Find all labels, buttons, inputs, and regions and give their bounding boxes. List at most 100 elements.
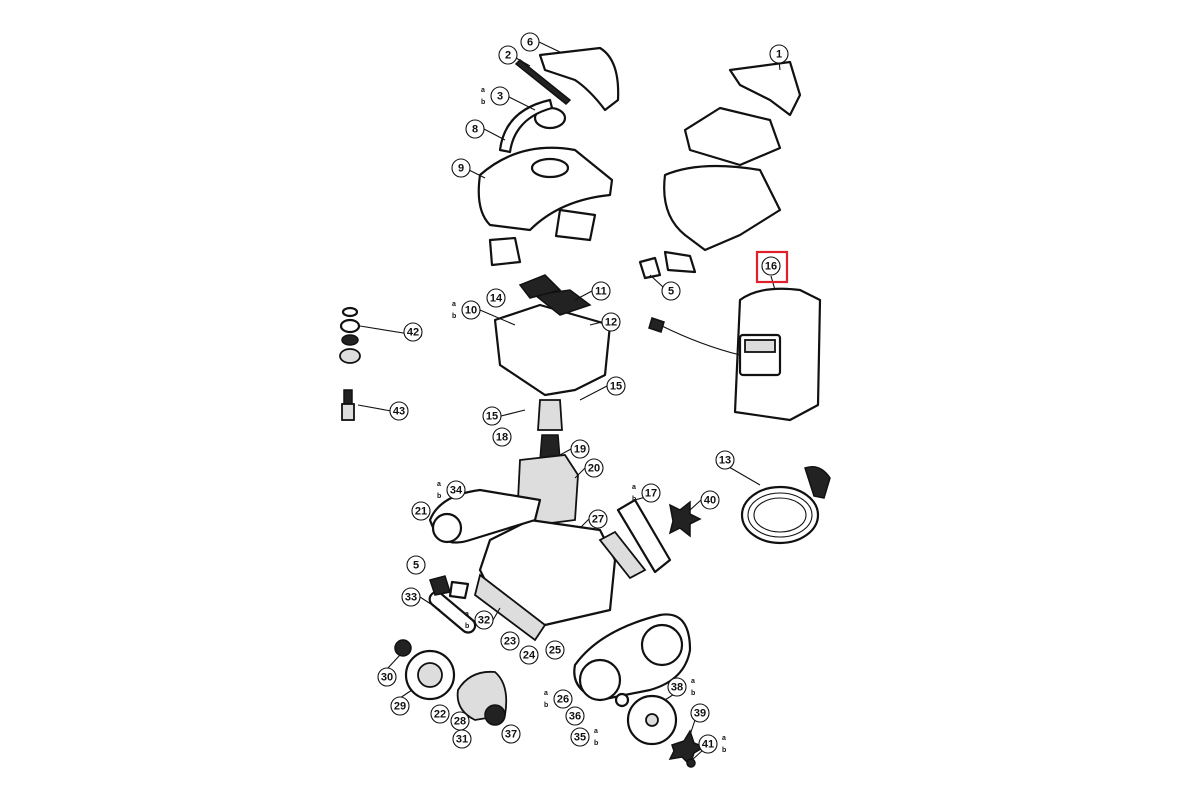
callout-3[interactable]: 3ab [481, 86, 510, 106]
callout-number: 43 [393, 406, 405, 418]
callout-circle [401, 587, 421, 607]
part-clip-left [488, 236, 522, 267]
callout-40[interactable]: 40 [700, 490, 720, 510]
callout-number: 42 [407, 327, 419, 339]
callout-39[interactable]: 39 [690, 703, 710, 723]
callout-number: 34 [450, 485, 463, 497]
callout-42[interactable]: 42 [403, 322, 423, 342]
callout-13[interactable]: 13 [715, 450, 735, 470]
callout-34[interactable]: 34 ab [437, 480, 466, 500]
callout-number: 29 [394, 701, 406, 713]
callout-number: 28 [454, 716, 466, 728]
callout-24[interactable]: 24 [519, 645, 539, 665]
callout-11[interactable]: 11 [591, 281, 611, 301]
callout-6[interactable]: 6 [520, 32, 540, 52]
callout-38[interactable]: 38 ab [667, 677, 695, 697]
callout-circle [451, 158, 471, 178]
callout-number: 9 [458, 163, 464, 175]
callout-circle [474, 610, 494, 630]
callout-21[interactable]: 21 [411, 501, 431, 521]
callout-circle [661, 281, 681, 301]
callout-36[interactable]: 36 [565, 706, 585, 726]
callout-circle [700, 490, 720, 510]
variant-marker-b: b [544, 702, 548, 709]
variant-marker-b: b [632, 496, 636, 503]
callout-33[interactable]: 33 [401, 587, 421, 607]
variant-marker-b: b [722, 747, 726, 754]
variant-marker-a: a [437, 481, 441, 488]
callout-number: 12 [605, 317, 617, 329]
callout-circle [452, 729, 472, 749]
part-body-right [663, 164, 782, 252]
callout-number: 3 [497, 91, 503, 103]
callout-number: 39 [694, 708, 706, 720]
variant-marker-a: a [481, 87, 485, 94]
callout-circle [769, 44, 789, 64]
callout-number: 36 [569, 711, 581, 723]
highlight-box-part-16 [755, 250, 789, 284]
callout-19[interactable]: 19 [570, 439, 590, 459]
variant-marker-a: a [691, 678, 695, 685]
callout-number: 27 [592, 514, 604, 526]
callout-number: 15 [610, 381, 622, 393]
callout-30[interactable]: 30 [377, 667, 397, 687]
callout-number: 19 [574, 444, 586, 456]
callout-15[interactable]: 15 [606, 376, 626, 396]
callout-16[interactable]: 16 [761, 256, 781, 276]
callout-12[interactable]: 12 [601, 312, 621, 332]
callout-5[interactable]: 5 [406, 555, 426, 575]
callout-number: 20 [588, 463, 600, 475]
callout-number: 37 [505, 729, 517, 741]
callout-number: 38 [671, 682, 683, 694]
callout-number: 17 [645, 488, 657, 500]
callout-29[interactable]: 29 [390, 696, 410, 716]
callout-circle [446, 480, 466, 500]
callout-20[interactable]: 20 [584, 458, 604, 478]
part-impeller-40 [668, 500, 702, 538]
callout-27[interactable]: 27 [588, 509, 608, 529]
callout-number: 35 [574, 732, 586, 744]
callout-37[interactable]: 37 [501, 724, 521, 744]
callout-28[interactable]: 28 [450, 711, 470, 731]
part-screw-41 [686, 758, 696, 768]
callout-15[interactable]: 15 [482, 406, 502, 426]
part-filter-17 [616, 498, 672, 574]
callout-9[interactable]: 9 [451, 158, 471, 178]
callout-14[interactable]: 14 [486, 288, 506, 308]
callout-31[interactable]: 31 [452, 729, 472, 749]
callout-18[interactable]: 18 [492, 427, 512, 447]
part-top-cover-right [683, 106, 782, 167]
variant-marker-b: b [594, 740, 598, 747]
callout-23[interactable]: 23 [500, 631, 520, 651]
variant-marker-a: a [452, 301, 456, 308]
variant-marker-a: a [544, 690, 548, 697]
part-filter-door [554, 208, 597, 242]
part-seal-kit-42 [339, 306, 361, 364]
callout-number: 8 [472, 124, 478, 136]
callout-circle [690, 703, 710, 723]
callout-43[interactable]: 43 [389, 401, 409, 421]
callout-circle [498, 45, 518, 65]
callout-25[interactable]: 25 [545, 640, 565, 660]
callout-number: 25 [549, 645, 561, 657]
variant-marker-b: b [437, 493, 441, 500]
callout-number: 23 [504, 636, 516, 648]
callout-1[interactable]: 1 [769, 44, 789, 64]
callout-8[interactable]: 8 [465, 119, 485, 139]
part-grip-14 [518, 274, 562, 299]
variant-marker-b: b [691, 690, 695, 697]
callout-5[interactable]: 5 [661, 281, 681, 301]
callout-labels: 123ab5568910ab1112131415151617ab18192021… [377, 32, 789, 754]
callout-22[interactable]: 22 [430, 704, 450, 724]
callout-2[interactable]: 2 [498, 45, 518, 65]
callout-number: 2 [505, 50, 511, 62]
callout-number: 6 [527, 37, 533, 49]
callout-circle [482, 406, 502, 426]
